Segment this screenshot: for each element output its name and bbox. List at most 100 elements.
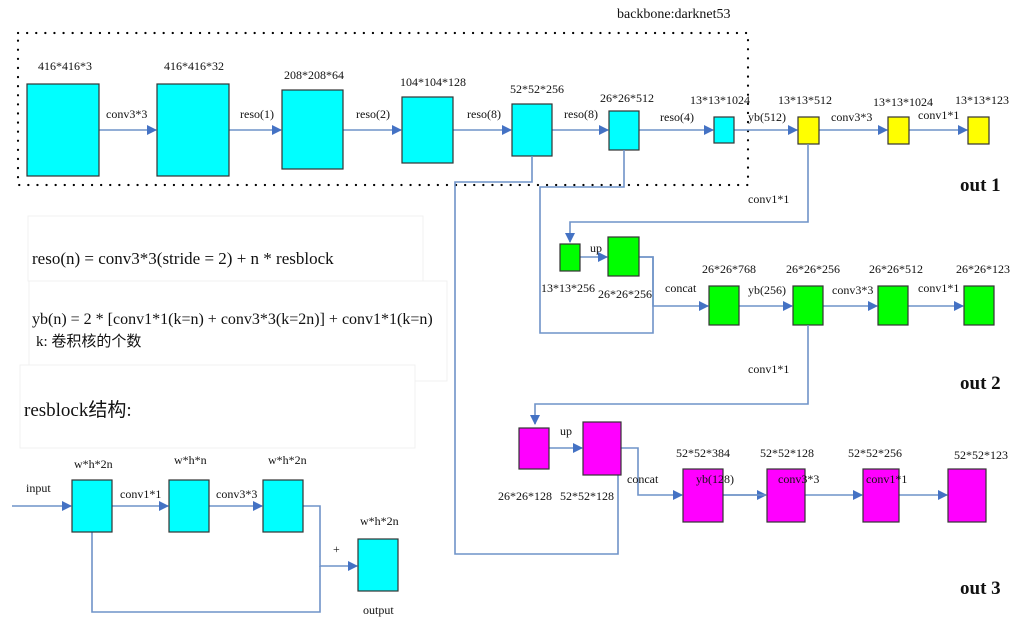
block-13x13x1024 [713, 116, 735, 144]
block-output-w-h-2n [357, 538, 399, 592]
yb-formula-panel [28, 280, 448, 382]
op-label: conv1*1 [120, 487, 161, 501]
output-label-out1: out 1 [960, 175, 1001, 196]
block-size-label: 13*13*512 [778, 93, 832, 107]
op-label: reso(4) [660, 110, 694, 124]
block-52x52x123 [947, 468, 987, 523]
op-label: conv3*3 [216, 487, 257, 501]
backbone-label: backbone:darknet53 [617, 7, 731, 22]
connector-down-to-branch2 [565, 144, 809, 243]
k-note: k: 卷积核的个数 [36, 333, 141, 350]
block-size-label: 26*26*512 [869, 262, 923, 276]
op-label: conv1*1 [918, 281, 959, 295]
op-label: reso(8) [564, 107, 598, 121]
branch-out3: up 26*26*128 52*52*128 52*52*384 52*52*1… [454, 156, 1008, 599]
output-label-out2: out 2 [960, 373, 1001, 394]
block-size-label: 13*13*123 [955, 93, 1009, 107]
op-label-up: up [590, 241, 602, 255]
block-52x52x128 [766, 468, 806, 523]
op-label: conv1*1 [748, 192, 789, 206]
block-size-label: 26*26*512 [600, 91, 654, 105]
op-label: conv3*3 [106, 107, 147, 121]
op-label: yb(256) [748, 283, 786, 297]
backbone-row: 416*416*3 416*416*32 208*208*64 104*104*… [26, 59, 798, 177]
block-26x26x768 [708, 285, 740, 326]
block-208x208x64 [281, 89, 344, 170]
residual-skip-connector [91, 532, 321, 613]
block-26x26x256 [792, 285, 824, 326]
block-size-label: 52*52*128 [560, 489, 614, 503]
op-label: yb(512) [748, 110, 786, 124]
reso-formula: reso(n) = conv3*3(stride = 2) + n * resb… [32, 249, 334, 268]
block-w-h-2n [71, 479, 113, 533]
block-size-label: 26*26*128 [498, 489, 552, 503]
resblock-title: resblock结构: [24, 399, 132, 421]
resblock-diagram: w*h*2n w*h*n w*h*2n w*h*2n input conv1*1… [12, 453, 399, 617]
block-size-label: 52*52*128 [760, 446, 814, 460]
block-size-label: 13*13*1024 [873, 95, 933, 109]
block-size-label: 104*104*128 [400, 75, 466, 89]
block-size-label: w*h*n [174, 453, 207, 467]
op-label: reso(8) [467, 107, 501, 121]
block-size-label: w*h*2n [74, 457, 113, 471]
block-size-label: 52*52*384 [676, 446, 730, 460]
block-104x104x128 [401, 96, 454, 164]
connector-to-add [303, 505, 358, 571]
block-26x26x123 [963, 285, 995, 326]
input-label: input [26, 481, 51, 495]
block-52x52x256 [862, 468, 900, 523]
output-label-out3: out 3 [960, 578, 1001, 599]
block-size-label: 26*26*768 [702, 262, 756, 276]
block-size-label: 208*208*64 [284, 68, 344, 82]
branch-out2: up 13*13*256 26*26*256 26*26*768 26*26*2… [530, 150, 1010, 425]
op-label: conv3*3 [778, 472, 819, 486]
block-size-label: 52*52*256 [848, 446, 902, 460]
backbone-frame [16, 31, 750, 187]
block-size-label: 26*26*123 [956, 262, 1010, 276]
op-label: concat [627, 472, 659, 486]
block-size-label: 13*13*1024 [690, 93, 750, 107]
op-label: reso(1) [240, 107, 274, 121]
reso-formula-panel [27, 215, 424, 282]
block-52x52x384 [682, 468, 724, 523]
block-size-label: 416*416*32 [164, 59, 224, 73]
block-size-label: 416*416*3 [38, 59, 92, 73]
op-label: conv1*1 [748, 362, 789, 376]
block-size-label: 26*26*256 [786, 262, 840, 276]
op-label: conv1*1 [918, 108, 959, 122]
block-w-h-2n [262, 479, 304, 533]
add-label: + [333, 542, 340, 556]
block-26x26x512 [877, 285, 909, 326]
op-label: conv3*3 [832, 283, 873, 297]
block-13x13x1024-out1 [887, 116, 910, 145]
block-416x416x3 [26, 83, 100, 177]
op-label-up: up [560, 424, 572, 438]
block-26x26x128 [518, 427, 550, 470]
block-size-label: 26*26*256 [598, 287, 652, 301]
block-size-label: 13*13*256 [541, 281, 595, 295]
block-size-label: w*h*2n [360, 514, 399, 528]
block-size-label: 52*52*123 [954, 448, 1008, 462]
op-label: yb(128) [696, 472, 734, 486]
block-size-label: w*h*2n [268, 453, 307, 467]
block-52x52x128-up [582, 421, 622, 476]
op-label: concat [665, 281, 697, 295]
block-416x416x32 [156, 83, 230, 177]
block-13x13x512 [797, 116, 820, 145]
block-52x52x256 [511, 103, 553, 157]
branch-out1: 13*13*512 13*13*1024 13*13*123 yb(512) c… [565, 93, 1009, 243]
block-13x13x123 [967, 116, 990, 145]
formula-panels: reso(n) = conv3*3(stride = 2) + n * resb… [19, 215, 448, 449]
block-size-label: 52*52*256 [510, 82, 564, 96]
block-13x13x256 [559, 243, 581, 272]
block-26x26x512 [608, 110, 640, 151]
output-label: output [363, 603, 394, 617]
op-label: conv3*3 [831, 110, 872, 124]
block-w-h-n [168, 479, 210, 533]
op-label: reso(2) [356, 107, 390, 121]
connector [640, 256, 709, 311]
connector-down-to-branch3 [530, 325, 809, 425]
op-label: conv1*1 [866, 472, 907, 486]
yb-formula: yb(n) = 2 * [conv1*1(k=n) + conv3*3(k=2n… [32, 311, 433, 328]
